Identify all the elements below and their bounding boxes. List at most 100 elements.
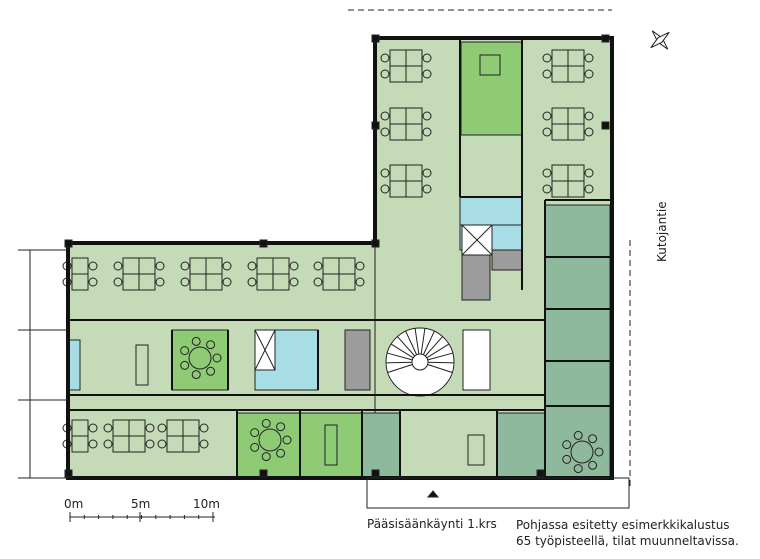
service-shaft <box>461 249 491 301</box>
chair <box>584 53 594 63</box>
adjacent-building <box>18 249 68 479</box>
stair-core <box>411 353 429 371</box>
elevator-cross <box>254 329 276 371</box>
meeting-room <box>236 412 301 479</box>
column <box>601 34 610 43</box>
desk <box>405 65 423 83</box>
chair <box>155 277 165 287</box>
chair <box>180 360 190 370</box>
chair <box>180 261 190 271</box>
chair <box>380 168 390 178</box>
stair-step <box>387 352 413 361</box>
chair <box>422 127 432 137</box>
stair-step <box>426 343 450 359</box>
reception-desk <box>467 434 485 466</box>
chair <box>562 454 572 464</box>
annotations <box>18 9 670 522</box>
column <box>601 121 610 130</box>
desk <box>338 273 356 291</box>
chair <box>276 448 286 458</box>
table <box>479 54 501 76</box>
chair <box>355 261 365 271</box>
chair <box>562 440 572 450</box>
table <box>135 344 149 386</box>
chair <box>588 460 598 470</box>
stair-step <box>427 363 453 373</box>
stair-step <box>427 352 453 361</box>
chair <box>261 452 271 462</box>
meeting-room <box>460 41 523 136</box>
chair <box>380 53 390 63</box>
chair <box>584 127 594 137</box>
round-table <box>258 428 282 452</box>
stair-step <box>390 343 414 359</box>
chair <box>206 340 216 350</box>
wc-room <box>459 196 523 226</box>
entrance-marker-icon <box>426 490 440 498</box>
column <box>64 239 73 248</box>
column <box>259 239 268 248</box>
stair-step <box>422 330 435 355</box>
private-office <box>544 204 611 258</box>
furnishing-caption: Pohjassa esitetty esimerkkikalustus 65 t… <box>516 517 739 549</box>
stair-step <box>424 336 443 357</box>
entrance-canopy <box>366 477 630 509</box>
compass-needle <box>650 31 670 49</box>
private-office <box>361 412 401 479</box>
scale-bar <box>69 512 215 522</box>
chair <box>206 366 216 376</box>
chair <box>584 69 594 79</box>
furniture <box>62 49 604 474</box>
chair <box>157 439 167 449</box>
desk <box>272 273 290 291</box>
room-fills <box>67 37 613 479</box>
chair <box>180 346 190 356</box>
desk <box>405 180 423 198</box>
chair <box>573 464 583 474</box>
private-office <box>496 412 546 479</box>
chair <box>103 439 113 449</box>
chair <box>103 423 113 433</box>
column <box>371 34 380 43</box>
chair <box>584 168 594 178</box>
chair <box>113 261 123 271</box>
private-office <box>544 256 611 310</box>
desk <box>567 65 585 83</box>
chair <box>157 423 167 433</box>
chair <box>542 69 552 79</box>
chair <box>542 53 552 63</box>
chair <box>247 261 257 271</box>
chair <box>250 442 260 452</box>
north-arrow-icon <box>650 30 670 50</box>
column <box>64 469 73 478</box>
service-shaft <box>344 329 371 391</box>
desk <box>567 123 585 141</box>
chair <box>573 430 583 440</box>
stair-step <box>405 330 418 355</box>
property-line <box>348 9 631 490</box>
chair <box>584 111 594 121</box>
chair <box>422 53 432 63</box>
meeting-room <box>299 412 363 479</box>
chair <box>588 434 598 444</box>
stair-landing <box>462 329 491 391</box>
chair <box>422 168 432 178</box>
chair <box>212 353 222 363</box>
chair <box>250 428 260 438</box>
stair-step <box>385 361 413 364</box>
chair <box>191 370 201 380</box>
caption-line-1: Pohjassa esitetty esimerkkikalustus <box>516 518 730 532</box>
chair <box>180 277 190 287</box>
chair <box>422 69 432 79</box>
chair <box>247 277 257 287</box>
round-table <box>570 440 594 464</box>
column <box>536 469 545 478</box>
chair <box>88 423 98 433</box>
column <box>371 121 380 130</box>
chair <box>380 184 390 194</box>
chair <box>289 261 299 271</box>
private-office <box>544 308 611 362</box>
chair <box>261 418 271 428</box>
chair <box>594 447 604 457</box>
